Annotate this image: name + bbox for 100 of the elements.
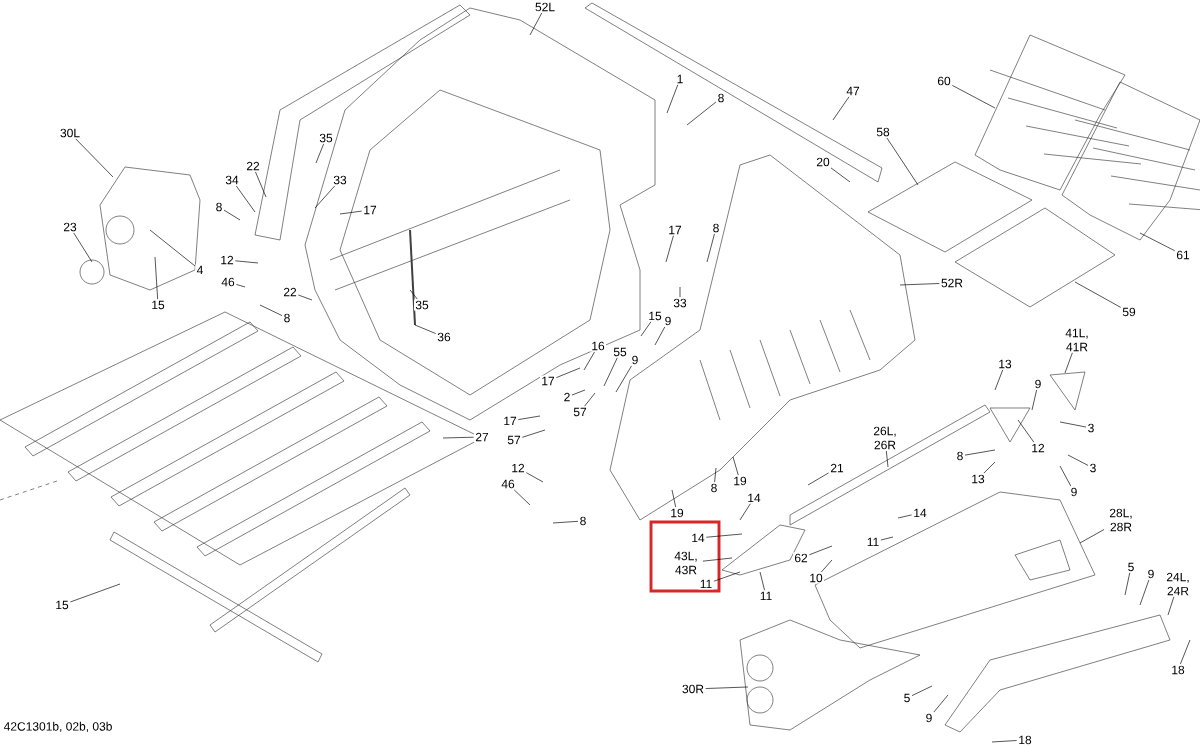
leader-line bbox=[739, 503, 751, 521]
callout-number: 10 bbox=[808, 572, 824, 584]
callout-number: 14 bbox=[690, 532, 706, 544]
callout-number: 27 bbox=[474, 431, 490, 443]
callout-number: 17 bbox=[362, 204, 378, 216]
leader-line bbox=[1139, 579, 1150, 606]
leader-line bbox=[706, 533, 743, 538]
leader-line bbox=[1067, 454, 1089, 466]
callout-number: 55 bbox=[612, 346, 628, 358]
callout-number: 52R bbox=[939, 277, 965, 289]
callout-number: 21 bbox=[829, 462, 845, 474]
leader-line bbox=[154, 256, 158, 300]
leader-line bbox=[759, 571, 765, 591]
callout-number: 19 bbox=[669, 507, 685, 519]
callout-number: 33 bbox=[332, 174, 348, 186]
callout-number: 4 bbox=[195, 264, 205, 276]
leader-line bbox=[732, 456, 739, 476]
leader-line bbox=[571, 389, 586, 396]
callout-number: 8 bbox=[716, 92, 726, 104]
leader-line bbox=[686, 101, 717, 126]
callout-number: 8 bbox=[578, 515, 588, 527]
callout-number: 30R bbox=[680, 683, 706, 695]
leader-line bbox=[952, 85, 996, 109]
leader-line bbox=[236, 284, 246, 288]
leader-line bbox=[702, 557, 733, 562]
leader-line bbox=[714, 467, 717, 483]
leader-line bbox=[615, 365, 632, 393]
callout-number: 58 bbox=[875, 126, 891, 138]
leader-line bbox=[1017, 419, 1035, 443]
leader-line bbox=[911, 685, 933, 696]
callout-number: 20 bbox=[815, 156, 831, 168]
leader-line bbox=[820, 559, 833, 573]
leader-line bbox=[529, 12, 543, 36]
callout-number: 12 bbox=[1030, 442, 1046, 454]
callout-number: 3 bbox=[1088, 462, 1098, 474]
callout-number: 26L, 26R bbox=[868, 425, 902, 451]
callout-number: 12 bbox=[510, 462, 526, 474]
leader-line bbox=[409, 289, 418, 300]
leader-line bbox=[654, 326, 666, 346]
leader-line bbox=[522, 429, 546, 438]
leader-line bbox=[1079, 529, 1105, 544]
leader-line bbox=[526, 472, 544, 483]
leader-line bbox=[933, 694, 949, 713]
callout-number: 9 bbox=[1033, 378, 1043, 390]
callout-number: 8 bbox=[955, 450, 965, 462]
callout-number: 35 bbox=[318, 132, 334, 144]
callout-number: 9 bbox=[1146, 568, 1156, 580]
leader-line bbox=[603, 357, 618, 387]
leader-line bbox=[679, 286, 681, 298]
leader-line bbox=[414, 324, 436, 334]
callout-number: 11 bbox=[698, 578, 714, 590]
callout-number: 8 bbox=[282, 312, 292, 324]
callout-number: 5 bbox=[1126, 561, 1136, 573]
leader-line bbox=[671, 489, 677, 508]
leader-line bbox=[1059, 465, 1072, 487]
leader-line bbox=[75, 138, 114, 178]
callout-number: 12 bbox=[219, 254, 235, 266]
leader-line bbox=[442, 436, 474, 439]
callout-number: 17 bbox=[540, 375, 556, 387]
leader-line bbox=[315, 143, 324, 164]
callout-number: 43L, 43R bbox=[669, 550, 703, 576]
callout-number: 22 bbox=[282, 286, 298, 298]
callout-number: 17 bbox=[502, 415, 518, 427]
leader-line bbox=[991, 740, 1017, 743]
callout-number: 24L, 24R bbox=[1161, 571, 1195, 597]
callout-number: 57 bbox=[506, 434, 522, 446]
callout-number: 9 bbox=[1069, 486, 1079, 498]
callout-number: 15 bbox=[647, 310, 663, 322]
callout-number: 5 bbox=[902, 692, 912, 704]
callout-number: 8 bbox=[214, 201, 224, 213]
leader-line bbox=[518, 415, 541, 420]
callout-number: 8 bbox=[711, 222, 721, 234]
callout-number: 34 bbox=[224, 174, 240, 186]
leader-line bbox=[832, 96, 850, 121]
callout-number: 18 bbox=[1017, 734, 1033, 746]
callout-number: 1 bbox=[675, 73, 685, 85]
callout-number: 47 bbox=[845, 85, 861, 97]
leader-line bbox=[1031, 389, 1037, 411]
callout-number: 60 bbox=[936, 75, 952, 87]
leader-line bbox=[235, 185, 256, 213]
callout-number: 13 bbox=[970, 473, 986, 485]
leader-line bbox=[665, 235, 674, 263]
leader-line bbox=[886, 137, 919, 186]
callout-number: 13 bbox=[997, 358, 1013, 370]
callout-number: 16 bbox=[590, 340, 606, 352]
callout-number: 62 bbox=[793, 552, 809, 564]
callout-number: 23 bbox=[62, 221, 78, 233]
leader-line bbox=[705, 686, 749, 689]
callout-number: 61 bbox=[1175, 249, 1191, 261]
callout-number: 35 bbox=[414, 299, 430, 311]
leader-line bbox=[584, 392, 596, 407]
callout-number: 15 bbox=[54, 599, 70, 611]
leader-line bbox=[706, 233, 715, 263]
leader-line bbox=[1059, 421, 1087, 428]
callout-number: 59 bbox=[1121, 306, 1137, 318]
callout-number: 19 bbox=[732, 475, 748, 487]
callout-number: 8 bbox=[709, 482, 719, 494]
leader-line bbox=[1180, 639, 1191, 665]
leader-line bbox=[964, 449, 996, 456]
callout-number: 57 bbox=[572, 406, 588, 418]
